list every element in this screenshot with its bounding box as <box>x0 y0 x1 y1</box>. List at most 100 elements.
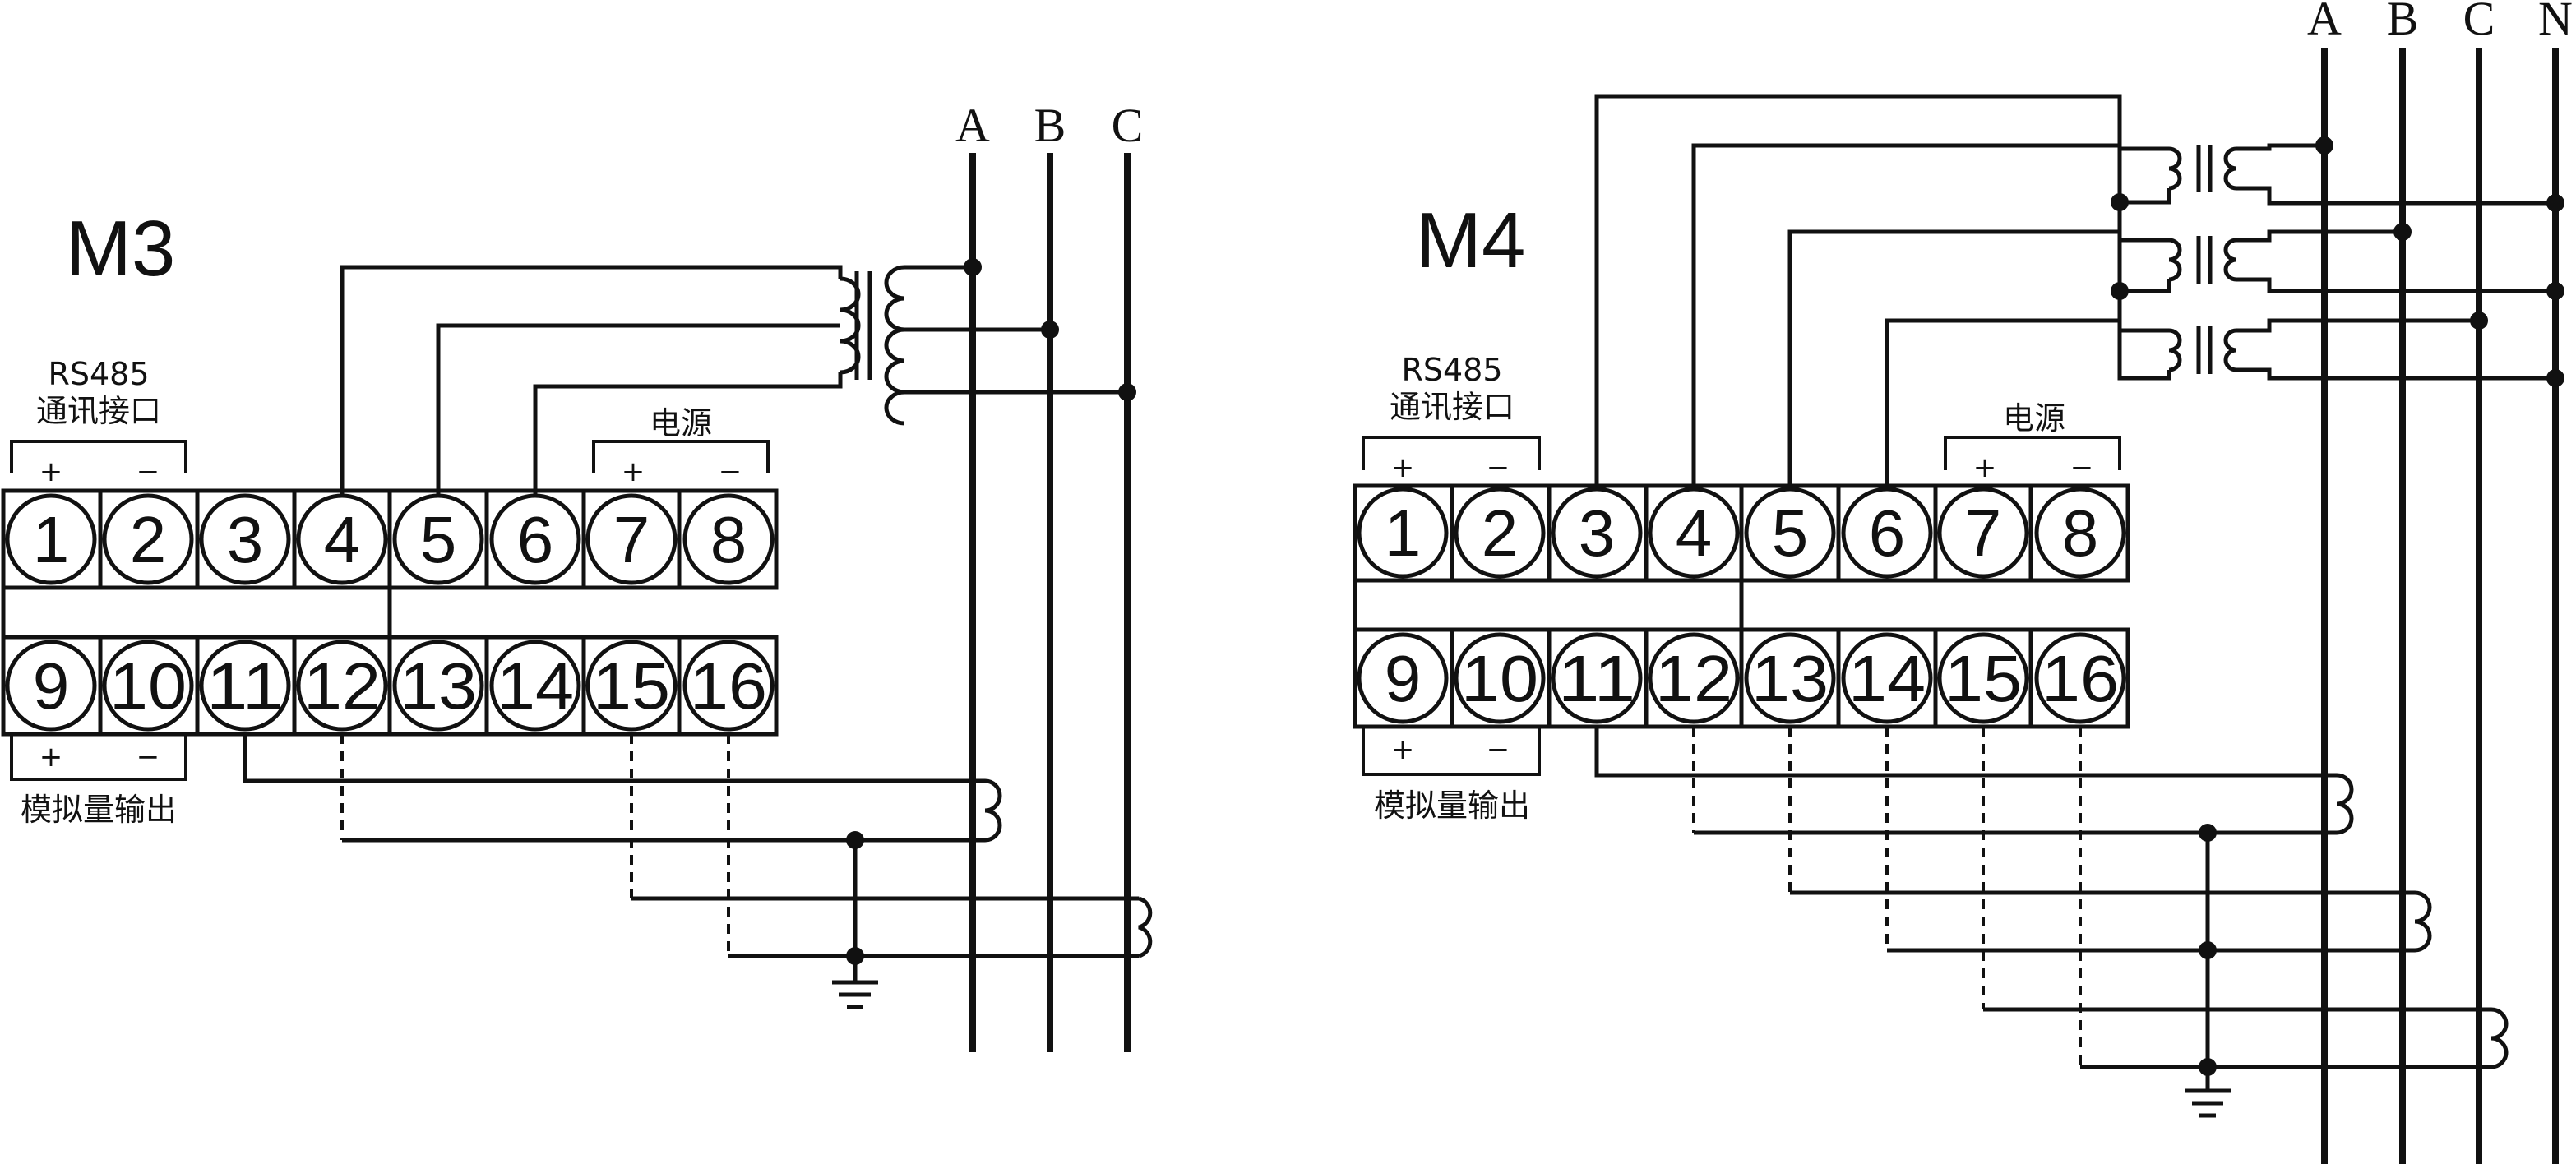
svg-text:2: 2 <box>1482 497 1519 570</box>
svg-text:5: 5 <box>420 503 457 576</box>
terminal-6-m4: 6 <box>1841 487 1933 579</box>
terminal-10-m4: 10 <box>1454 632 1546 724</box>
ground-icon-m3 <box>832 980 878 1009</box>
current-transformer-2-m3 <box>1138 896 1153 958</box>
svg-text:1: 1 <box>33 503 70 576</box>
diagram-title-m3: M3 <box>66 205 175 293</box>
svg-text:3: 3 <box>1579 497 1616 570</box>
junction-n3-m4 <box>2546 369 2564 387</box>
terminal-16-m3: 16 <box>682 640 775 732</box>
power-plus-m4: + <box>1973 451 1997 484</box>
svg-text:16: 16 <box>2042 642 2119 715</box>
junction-b-m3 <box>1041 321 1059 339</box>
wire-vt3-n-m4 <box>2236 367 2555 381</box>
junction-c-m3 <box>1118 383 1136 401</box>
diagram-m3: M3 RS485 通讯接口 + − 电源 + − 1 2 3 4 <box>1 99 1153 1052</box>
wire-t11-ct1-m3 <box>243 734 985 783</box>
svg-text:1: 1 <box>1385 497 1422 570</box>
phase-b-label-m4: B <box>2387 0 2419 45</box>
rs485-comm-label-m4: 通讯接口 <box>1390 389 1515 425</box>
terminal-2-m4: 2 <box>1454 487 1546 579</box>
svg-text:10: 10 <box>109 649 187 723</box>
cell-dividers-m4 <box>1450 486 2033 727</box>
voltage-transformer-2-m4 <box>2168 236 2237 284</box>
terminal-11-m4: 11 <box>1551 632 1643 724</box>
terminal-1-m4: 1 <box>1357 487 1449 579</box>
svg-text:8: 8 <box>710 503 747 576</box>
terminal-11-m3: 11 <box>199 640 291 732</box>
power-bracket-m3 <box>592 440 770 473</box>
analog-minus-m3: − <box>136 741 160 774</box>
terminal-13-m3: 13 <box>392 640 484 732</box>
svg-text:16: 16 <box>690 649 767 723</box>
svg-text:13: 13 <box>400 649 477 723</box>
wire-vt3-c-m4 <box>2236 318 2479 333</box>
ground-junction-3-m4 <box>2199 1058 2217 1076</box>
wire-t6-vt-m3 <box>533 372 843 496</box>
power-minus-m3: − <box>719 455 742 488</box>
junction-n2-m4 <box>2546 282 2564 300</box>
phase-n-label-m4: N <box>2538 0 2573 45</box>
current-transformer-1-m3 <box>984 778 1002 843</box>
rs485-bracket-m4 <box>1362 436 1541 470</box>
cell-dividers-m3 <box>98 491 682 734</box>
current-transformer-2-m4 <box>2414 890 2432 953</box>
svg-text:11: 11 <box>1558 642 1635 715</box>
rs485-comm-label-m3: 通讯接口 <box>36 393 161 429</box>
wire-vt1-high-m4 <box>2117 146 2169 202</box>
terminal-5-m4: 5 <box>1744 487 1836 579</box>
svg-text:14: 14 <box>1848 642 1926 715</box>
junction-vt2-m4 <box>2111 282 2129 300</box>
ground-junction-2-m4 <box>2199 941 2217 959</box>
current-transformer-1-m4 <box>2336 773 2354 835</box>
ground-junction-1-m4 <box>2199 824 2217 842</box>
svg-text:14: 14 <box>497 649 574 723</box>
svg-text:15: 15 <box>1945 642 2022 715</box>
terminal-5-m3: 5 <box>392 493 484 585</box>
terminal-15-m4: 15 <box>1937 632 2029 724</box>
terminal-8-m3: 8 <box>682 493 775 585</box>
terminal-6-m3: 6 <box>489 493 581 585</box>
diagram-m4: M4 RS485 通讯接口 + − 电源 + − 1 2 3 4 5 6 7 8 <box>1353 0 2573 1164</box>
terminal-2-m3: 2 <box>102 493 194 585</box>
power-label-m4: 电源 <box>2003 400 2065 436</box>
svg-text:9: 9 <box>33 649 70 723</box>
svg-text:8: 8 <box>2062 497 2099 570</box>
analog-minus-m4: − <box>1487 733 1510 766</box>
wire-vt1-a-m4 <box>2236 143 2324 151</box>
terminal-9-m4: 9 <box>1357 632 1449 724</box>
svg-text:2: 2 <box>130 503 167 576</box>
power-bracket-m4 <box>1944 436 2121 470</box>
svg-text:9: 9 <box>1385 642 1422 715</box>
terminal-9-m3: 9 <box>5 640 97 732</box>
svg-text:4: 4 <box>324 503 361 576</box>
rs485-label-m4: RS485 <box>1401 352 1502 388</box>
ground-junction-2-m3 <box>846 947 864 965</box>
wire-t5-vt-m4 <box>1787 229 2120 490</box>
rs485-bracket-m3 <box>10 440 187 473</box>
power-plus-m3: + <box>622 455 645 488</box>
terminal-3-m4: 3 <box>1551 487 1643 579</box>
terminal-15-m3: 15 <box>585 640 678 732</box>
junction-a-m4 <box>2315 136 2333 155</box>
wire-t3-vt-m4 <box>1594 94 2171 490</box>
terminal-7-m3: 7 <box>585 493 678 585</box>
ground-icon-m4 <box>2185 1088 2231 1118</box>
svg-text:6: 6 <box>517 503 554 576</box>
analog-bracket-m4 <box>1362 728 1541 776</box>
svg-text:7: 7 <box>1965 497 2002 570</box>
terminal-1-m3: 1 <box>5 493 97 585</box>
analog-output-label-m3: 模拟量输出 <box>21 792 177 828</box>
terminal-8-m4: 8 <box>2034 487 2126 579</box>
ground-junction-1-m3 <box>846 831 864 849</box>
wire-vt1-low-m4 <box>2120 188 2171 205</box>
wire-t4-vt-m4 <box>1691 143 2120 490</box>
rs485-plus-m3: + <box>39 455 63 488</box>
wire-t4-vt-m3 <box>340 265 843 496</box>
svg-text:12: 12 <box>1655 642 1732 715</box>
terminal-13-m4: 13 <box>1744 632 1836 724</box>
terminal-12-m4: 12 <box>1648 632 1740 724</box>
rs485-label-m3: RS485 <box>48 356 149 392</box>
phase-c-label-m3: C <box>1112 99 1144 152</box>
